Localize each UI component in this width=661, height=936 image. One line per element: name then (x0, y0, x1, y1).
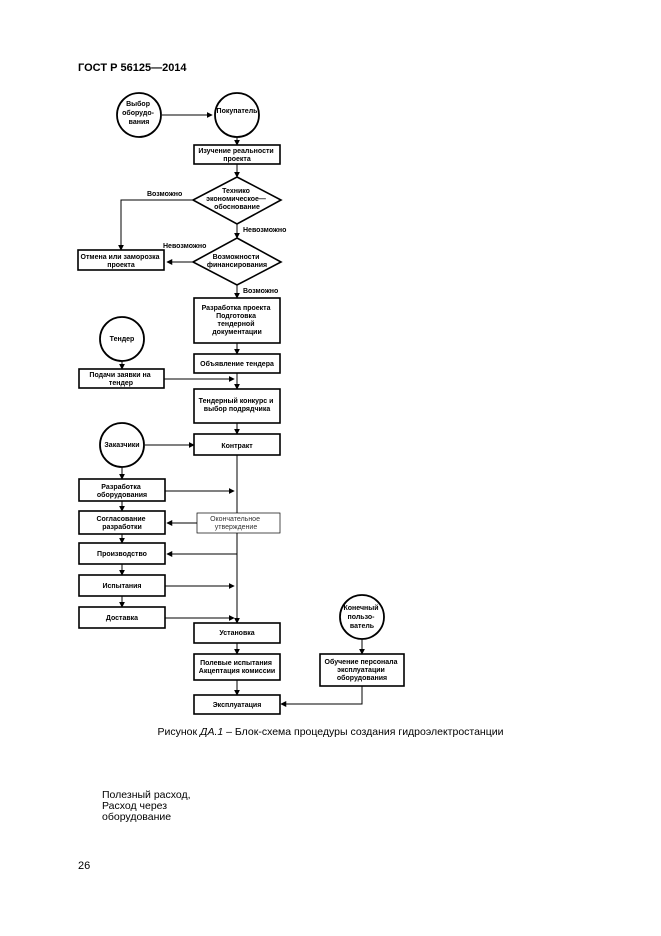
edge-label-possible-2: Возможно (243, 288, 278, 295)
circle-end-user (339, 594, 385, 640)
installation-label: Установка (219, 630, 254, 637)
edge-label-possible-1: Возможно (147, 191, 182, 198)
circle-tender (99, 316, 145, 362)
box-feasibility (193, 144, 281, 165)
customer-label: Заказчики (104, 442, 139, 449)
note-line: Расход через (102, 800, 168, 812)
feasibility-study-label: Технико экономическое— обоснование (206, 188, 268, 211)
tender-select-label: Тендерный конкурс и выбор подрядчика (199, 397, 276, 413)
box-delivery (78, 606, 166, 629)
production-label: Производство (97, 551, 147, 558)
training-label: Обучение персонала эксплуатации оборудов… (325, 658, 400, 682)
field-test-label: Полевые испытания Акцептация комиссии (199, 660, 275, 675)
box-approval-dev (78, 510, 166, 535)
box-production (78, 542, 166, 565)
box-tender-request (78, 368, 165, 389)
circle-customer (99, 422, 145, 468)
tender-announce-label: Объявление тендера (200, 360, 274, 368)
edge-label-impossible-1: Невозможно (243, 227, 286, 234)
approval-dev-label: Согласование разработки (96, 516, 147, 531)
buyer-label: Покупатель (217, 108, 259, 115)
box-installation (193, 622, 281, 644)
final-approval-label: Окончательное утверждение (210, 516, 262, 531)
arrow-possible-to-cancel (118, 199, 193, 251)
caption-number: ДА.1 (200, 726, 224, 738)
note-line: оборудование (102, 811, 172, 823)
box-testing (78, 574, 166, 597)
box-contract (193, 433, 281, 456)
delivery-label: Доставка (106, 615, 138, 622)
circle-buyer (214, 92, 260, 138)
tender-request-label: Подачи заявки на тендер (89, 372, 152, 387)
box-final-approval (196, 512, 281, 534)
testing-label: Испытания (102, 583, 141, 590)
box-tender-announce (193, 353, 281, 374)
equip-dev-label: Разработка оборудования (97, 483, 147, 499)
cancel-label: Отмена или заморозка проекта (81, 254, 162, 269)
feasibility-label: Изучение реальности проекта (198, 148, 275, 163)
box-field-test (193, 653, 281, 681)
box-equip-dev (78, 478, 166, 502)
development-label: Разработка проекта Подготовка тендерной … (202, 304, 273, 336)
tender-label: Тендер (110, 336, 135, 343)
contract-label: Контракт (221, 443, 253, 450)
diamond-feasibility-study (191, 176, 283, 225)
box-development (193, 297, 281, 344)
figure-caption: Рисунок ДА.1 – Блок-схема процедуры созд… (0, 726, 661, 738)
financing-label: Возможности финансирования (207, 254, 267, 269)
end-user-label: Конечный пользо- ватель (343, 604, 380, 630)
note-line: Полезный расход, (102, 789, 191, 801)
arrow-training-to-operation (280, 686, 363, 707)
box-operation (193, 694, 281, 715)
equipment-choice-label: Выбор оборудо- вания (122, 100, 156, 126)
edge-label-impossible-2: Невозможно (163, 243, 206, 250)
standard-header: ГОСТ Р 56125—2014 (78, 62, 187, 74)
box-training (319, 653, 405, 687)
box-tender-select (193, 388, 281, 424)
caption-prefix: Рисунок (157, 726, 201, 738)
page-number: 26 (78, 860, 91, 872)
operation-label: Эксплуатация (213, 702, 262, 709)
circle-equipment-choice (116, 92, 162, 138)
caption-text: – Блок-схема процедуры создания гидроэле… (223, 726, 504, 738)
box-cancel (77, 249, 165, 271)
note-block: Полезный расход, Расход через оборудован… (102, 790, 191, 823)
diamond-financing (191, 237, 283, 286)
